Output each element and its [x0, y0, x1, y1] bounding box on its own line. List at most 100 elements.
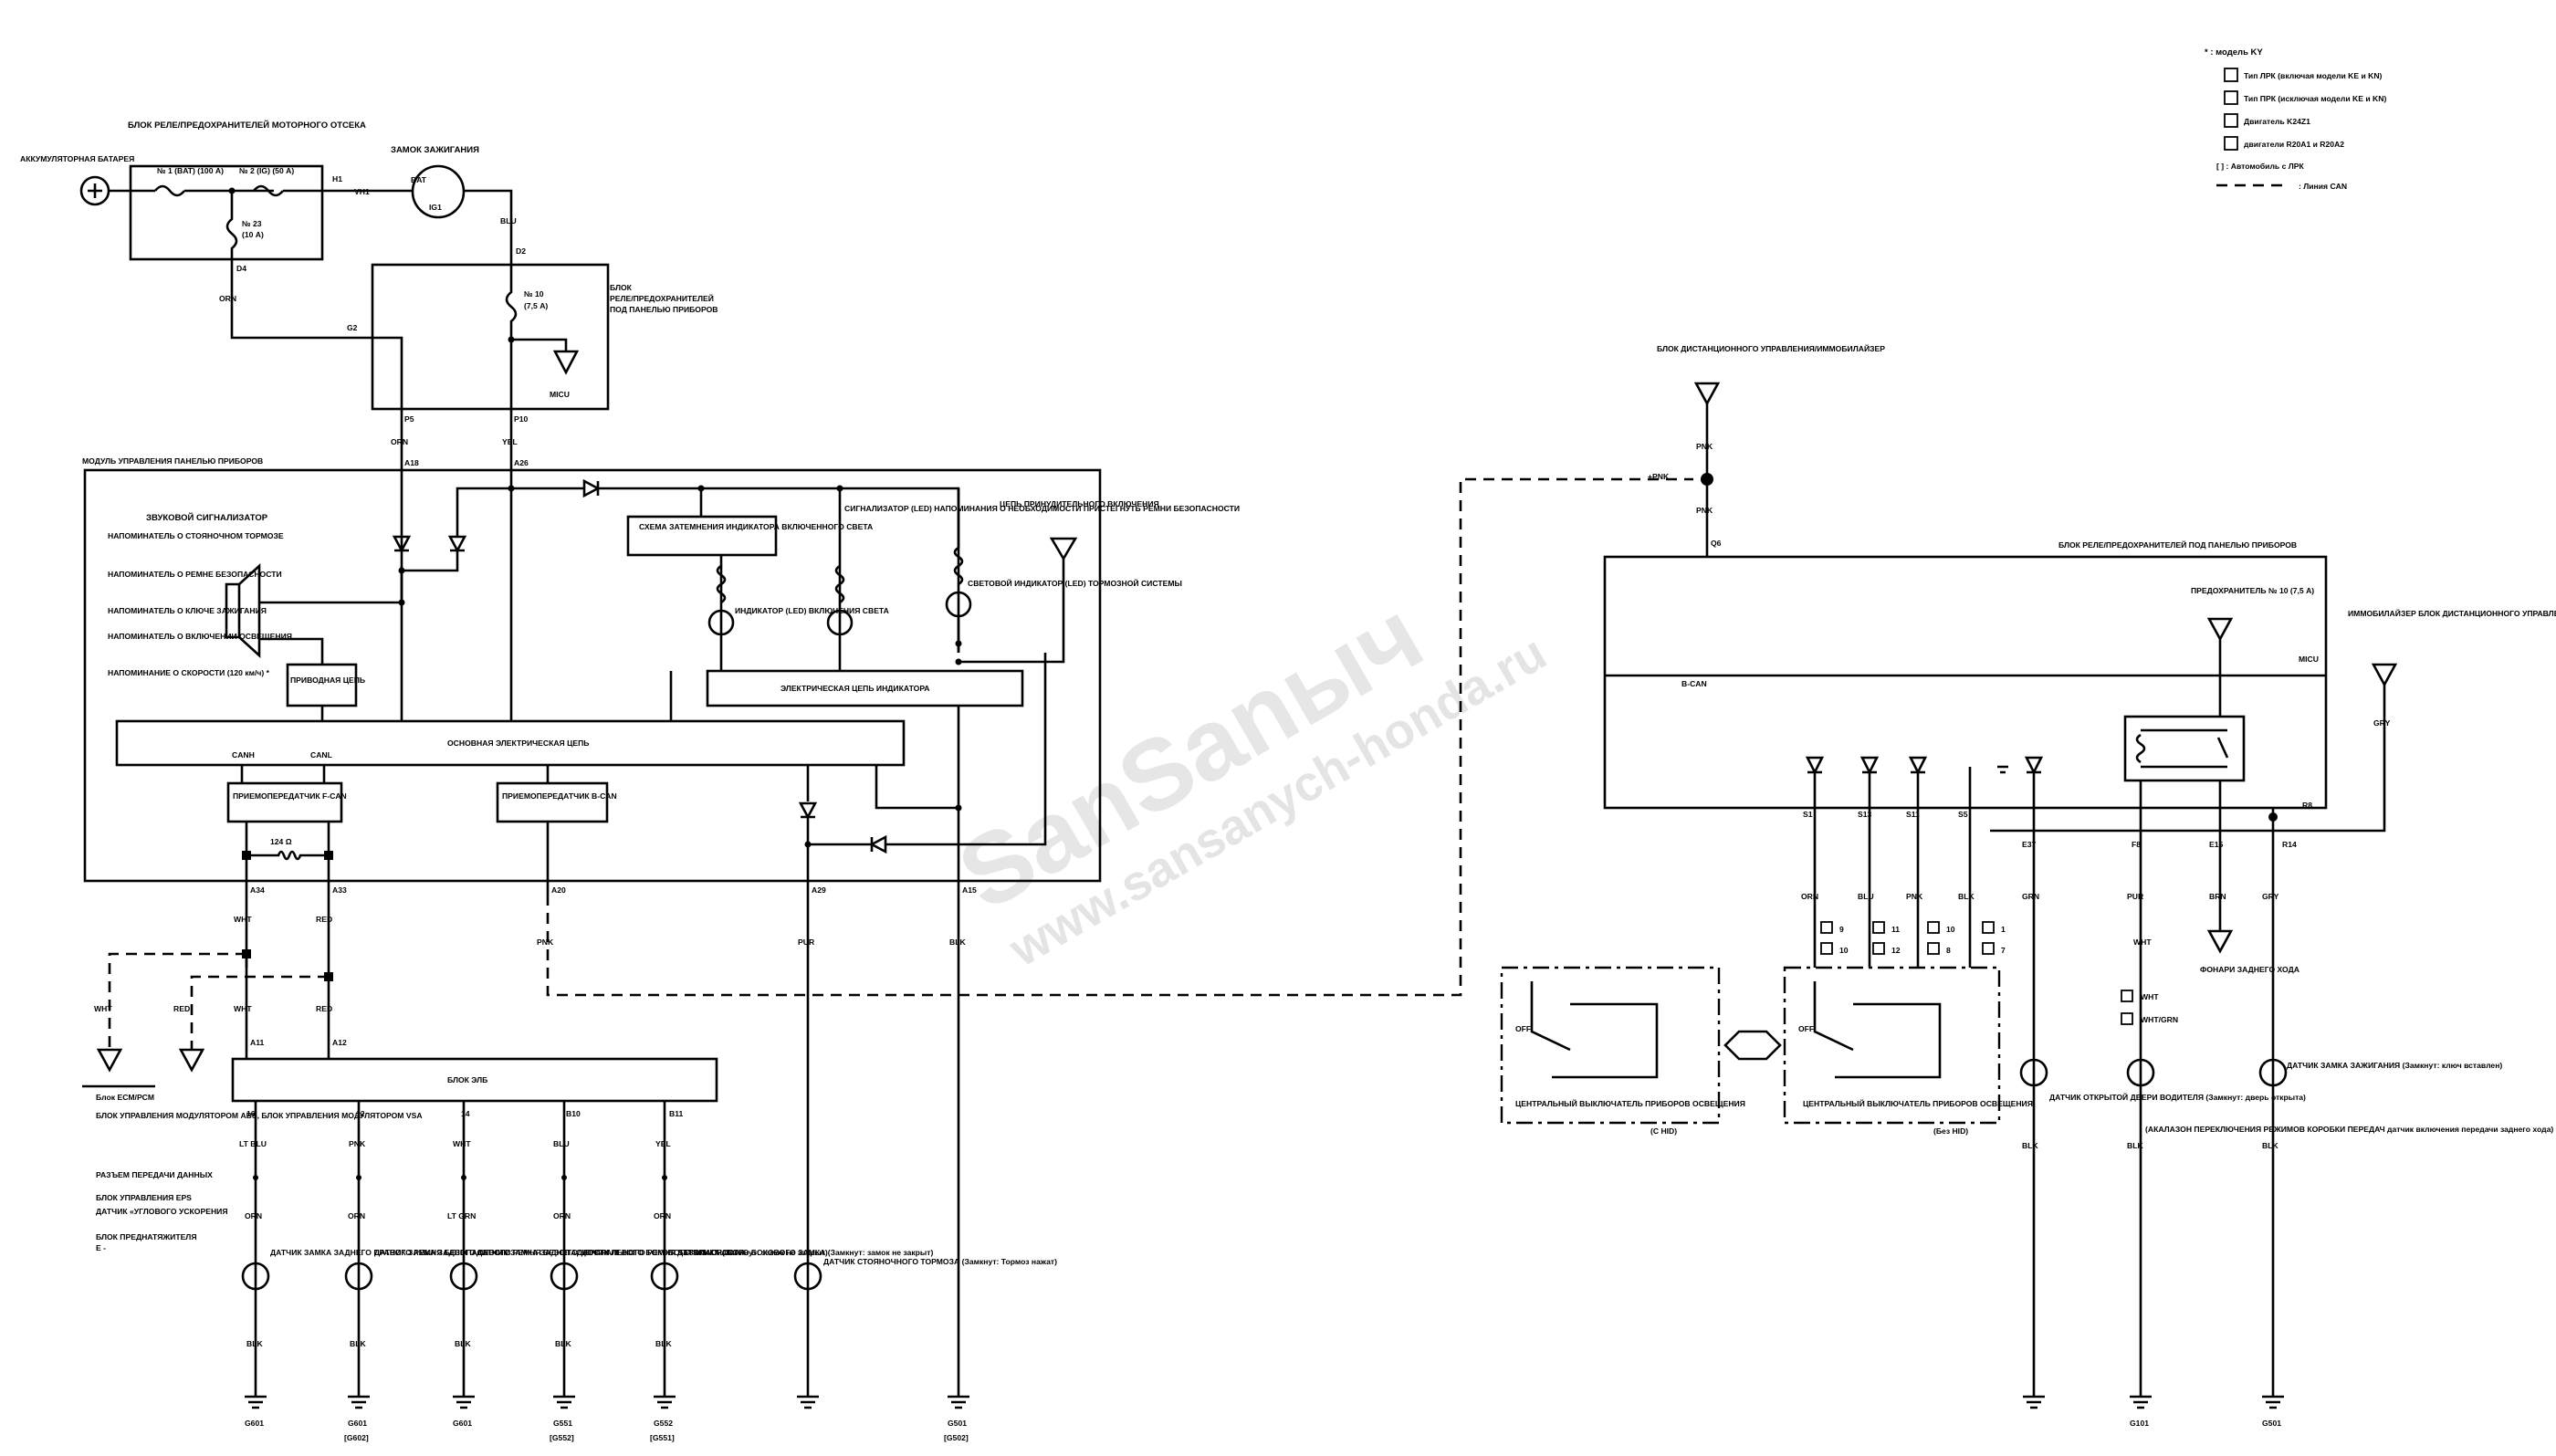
fuse23-label: № 23 [242, 219, 262, 228]
sw-center-belt-label: ДАТЧИК ЗАМКА ЗАДНЕГО ЦЕНТРАЛЬНОГО РЕМНЯ … [477, 1248, 744, 1257]
speaker-icon [225, 563, 261, 658]
keyless-triangle [1693, 382, 1721, 406]
forced-circuit-label: ЦЕПЬ ПРИНУДИТЕЛЬНОГО ВКЛЮЧЕНИЯ [1000, 499, 1159, 508]
wire-brn-1: BRN [2209, 892, 2226, 901]
fuse10-right-label: ПРЕДОХРАНИТЕЛЬ № 10 (7,5 А) [2191, 586, 2314, 595]
immob-label: ИММОБИЛАЙЗЕР БЛОК ДИСТАНЦИОННОГО УПРАВЛЕ… [2348, 608, 2556, 618]
right-connector-columns [1805, 756, 2044, 1397]
fuse10b-label: (7,5 А) [524, 301, 548, 310]
elb-box [231, 1057, 718, 1103]
pin-a15: A15 [962, 885, 977, 895]
engine-fusebox-title: БЛОК РЕЛЕ/ПРЕДОХРАНИТЕЛЕЙ МОТОРНОГО ОТСЕ… [128, 120, 366, 131]
ignition-switch-label: ЗАМОК ЗАЖИГАНИЯ [391, 145, 479, 155]
off-label-2: OFF [1798, 1024, 1814, 1033]
wire-orn-1: ORN [219, 294, 236, 303]
wire-blk-7: BLK [1958, 892, 1975, 901]
battery-label: АККУМУЛЯТОРНАЯ БАТАРЕЯ [20, 154, 134, 163]
drive-circuit-label: ПРИВОДНАЯ ЦЕПЬ [290, 676, 365, 685]
pin-r8: R8 [2302, 801, 2312, 810]
ground-7: G101 [2130, 1419, 2149, 1428]
diode-icon [798, 801, 818, 820]
wire-pnk-plus: +PNK [1648, 472, 1670, 481]
eps-label: БЛОК УПРАВЛЕНИЯ EPS [96, 1193, 192, 1202]
wire-blk-1: BLK [949, 937, 966, 947]
ground-6: G501 [948, 1419, 967, 1428]
reminder-2: НАПОМИНАТЕЛЬ О РЕМНЕ БЕЗОПАСНОСТИ [108, 570, 282, 579]
immob-triangle [2371, 663, 2398, 687]
without-hid-label: (Без HID) [1933, 1126, 1968, 1136]
diode-icon [869, 834, 887, 854]
conn-num-7: 1 [2001, 925, 2006, 934]
main-circuit-box [115, 719, 906, 767]
door-switch-icon [2019, 1058, 2048, 1087]
pin-a20: A20 [551, 885, 566, 895]
legend-item-4: двигатели R20A1 и R20A2 [2244, 140, 2344, 149]
ground-4: G551 [553, 1419, 572, 1428]
wire-red-3: RED [316, 1004, 332, 1013]
dash-fusebox-left-l2: РЕЛЕ/ПРЕДОХРАНИТЕЛЕЙ [610, 293, 714, 303]
ground-5-sub: [G551] [650, 1433, 675, 1442]
wire-gry-2: GRY [2262, 892, 2279, 901]
pin-s1: S1 [1803, 810, 1813, 819]
pin-p5: P5 [404, 414, 414, 424]
wire-wht-3: WHT [234, 1004, 252, 1013]
light-led-label: ИНДИКАТОР (LED) ВКЛЮЧЕНИЯ СВЕТА [735, 606, 889, 615]
can-line-pnk [546, 477, 1693, 997]
micu-right-label: MICU [2299, 655, 2319, 664]
resistor-icon [716, 564, 727, 604]
pin-d4: D4 [236, 264, 246, 273]
legend-model: * : модель KY [2205, 47, 2263, 58]
micu-triangle [552, 350, 580, 375]
reminder-3: НАПОМИНАТЕЛЬ О КЛЮЧЕ ЗАЖИГАНИЯ [108, 606, 267, 615]
pin-e37: E37 [2022, 840, 2037, 849]
seatbelt-led-label: СИГНАЛИЗАТОР (LED) НАПОМИНАНИЯ О НЕОБХОД… [844, 504, 1240, 513]
pin-12: 12 [356, 1109, 365, 1118]
dash-fusebox-right-label: БЛОК РЕЛЕ/ПРЕДОХРАНИТЕЛЕЙ ПОД ПАНЕЛЬЮ ПР… [2058, 539, 2297, 550]
canh-label: CANH [232, 750, 255, 759]
engine-fusebox [129, 164, 324, 261]
wire-ltgrn: LT GRN [447, 1211, 476, 1220]
indicator-circuit-label: ЭЛЕКТРИЧЕСКАЯ ЦЕПЬ ИНДИКАТОРА [780, 684, 930, 693]
reverse-switch-icon [2126, 1058, 2155, 1087]
yaw-label: ДАТЧИК «УГЛОВОГО УСКОРЕНИЯ [96, 1207, 228, 1216]
pin-q6: Q6 [1711, 539, 1722, 548]
belt-switch-columns [241, 1101, 822, 1397]
resistor-icon [834, 564, 845, 604]
buzzer-label: ЗВУКОВОЙ СИГНАЛИЗАТОР [146, 512, 268, 523]
legend-can: : Линия CAN [2299, 182, 2347, 191]
ecm-label: Блок ECM/PCM [96, 1093, 154, 1102]
dimmer-label: СХЕМА ЗАТЕМНЕНИЯ ИНДИКАТОРА ВКЛЮЧЕННОГО … [639, 522, 873, 531]
pin-14: 14 [461, 1109, 470, 1118]
bat-label: BAT [411, 175, 427, 184]
wire-blk-9: BLK [2127, 1141, 2143, 1150]
pin-p10: P10 [514, 414, 529, 424]
ground-8: G501 [2262, 1419, 2281, 1428]
drive-circuit-box [286, 663, 358, 707]
sw-left-side-label: ДАТЧИК ЛЕВОГО БОКОВОГО ЗАМКА (Замкнут: з… [577, 1248, 828, 1257]
wire-wht-1: WHT [234, 915, 252, 924]
pin-d2: D2 [516, 246, 526, 256]
pin-e15: E15 [2209, 840, 2224, 849]
seatbelt-led-icon [826, 609, 854, 636]
pret2-label: E - [96, 1243, 106, 1252]
fuse1-label: № 1 (BAT) (100 А) [157, 166, 224, 175]
pin-s11: S11 [1906, 810, 1920, 819]
wire-red-2: RED [173, 1004, 190, 1013]
keyless-label: БЛОК ДИСТАНЦИОННОГО УПРАВЛЕНИЯ/ИММОБИЛАЙ… [1657, 343, 1885, 353]
wire-ltblu: LT BLU [239, 1139, 267, 1148]
wire-yel-2: YEL [655, 1139, 671, 1148]
pin-a18: A18 [404, 458, 419, 467]
pin-s13: S13 [1858, 810, 1872, 819]
reverse-wht-label: WHT [2141, 992, 2159, 1001]
bcan-box [496, 781, 609, 823]
legend-lrk: [ ] : Автомобиль с ЛРК [2216, 162, 2304, 171]
conn-num-1: 9 [1839, 925, 1844, 934]
wire-gry-1: GRY [2373, 718, 2391, 728]
sw-left-belt-label: ДАТЧИК ЗАМКА ЗАДНЕГО ЛЕВОГО РЕМНЯ БЕЗОПА… [374, 1248, 610, 1257]
conn-num-6: 8 [1946, 946, 1951, 955]
fuse23b-label: (10 А) [242, 230, 264, 239]
can-triangles [96, 1048, 205, 1073]
ground-1: G601 [245, 1419, 264, 1428]
relay-coil-icon [2135, 733, 2146, 764]
